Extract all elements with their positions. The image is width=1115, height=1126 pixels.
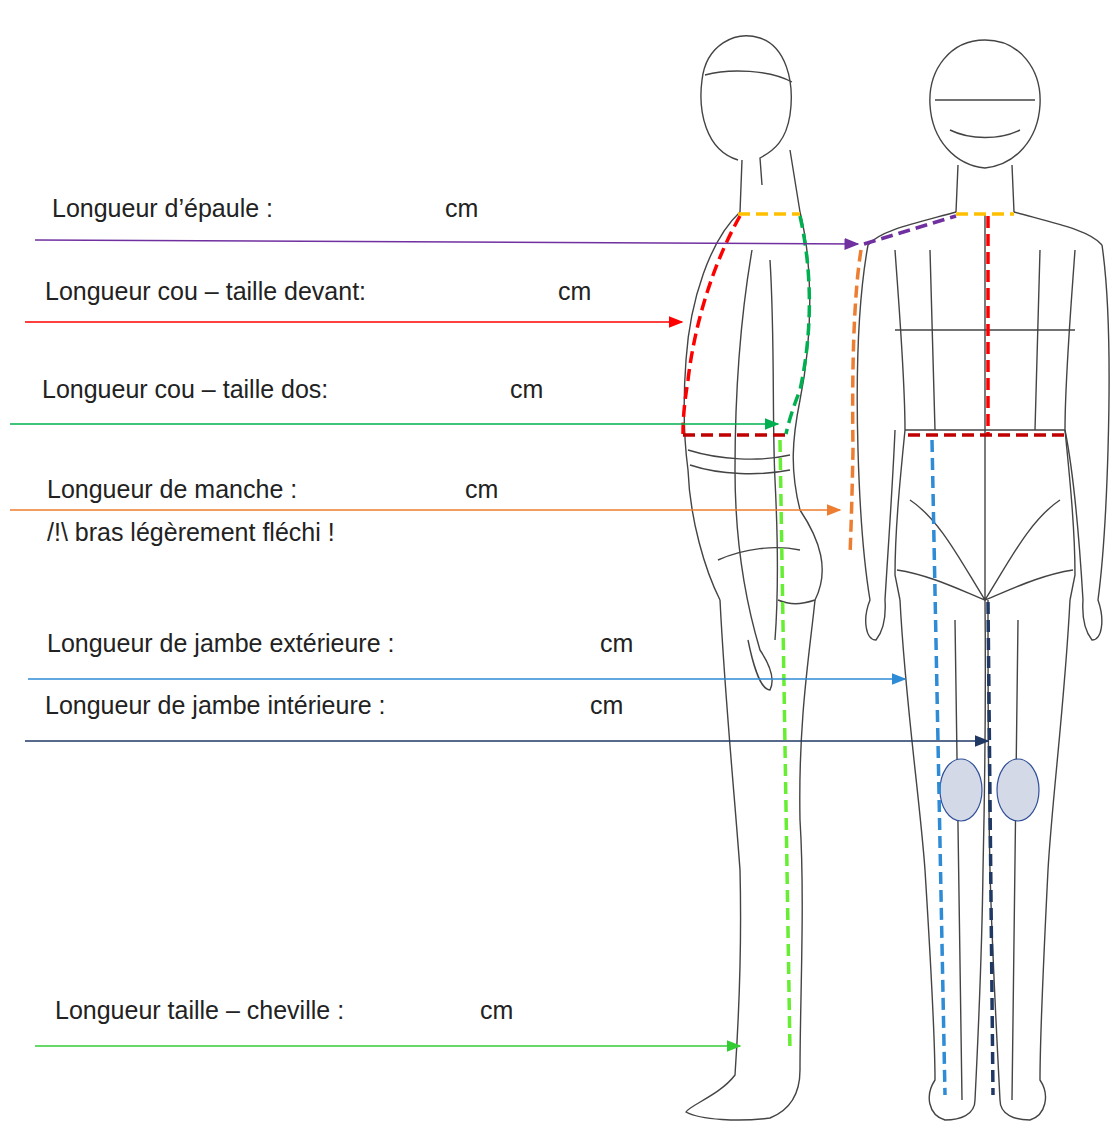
- unit-label: cm: [510, 375, 543, 404]
- front-length: [683, 216, 988, 434]
- unit-label: cm: [445, 194, 478, 223]
- pointer-arrow: [25, 321, 682, 323]
- side-head: [701, 36, 791, 185]
- sleeve-length: [850, 250, 861, 555]
- side-head-line: [705, 71, 792, 82]
- outer-leg: [932, 440, 945, 1095]
- side-neck: [740, 150, 800, 212]
- front-figure: [857, 40, 1109, 1120]
- measure-label: Longueur cou – taille dos:: [42, 375, 328, 404]
- pointer-arrow: [35, 1045, 740, 1047]
- front-right-arm: [1065, 245, 1109, 640]
- shoulder-length: [864, 216, 956, 244]
- measure-label: Longueur de jambe intérieure :: [45, 691, 386, 720]
- front-face-lines: [935, 100, 1035, 138]
- knee-mark: [997, 759, 1039, 821]
- front-leg-lines: [955, 620, 1018, 1100]
- unit-label: cm: [600, 629, 633, 658]
- measure-lines: [683, 214, 1065, 1095]
- measure-label: Longueur taille – cheville :: [55, 996, 344, 1025]
- front-head: [930, 40, 1040, 168]
- side-figure: [684, 36, 822, 1120]
- side-torso: [684, 212, 822, 604]
- pointer-arrow: [25, 740, 988, 742]
- waist-ankle: [780, 440, 790, 1052]
- neck-width: [738, 212, 1014, 216]
- measure-label: Longueur d’épaule :: [52, 194, 273, 223]
- warning-note: /!\ bras légèrement fléchi !: [47, 518, 335, 547]
- back-length: [786, 216, 809, 434]
- inner-leg: [988, 602, 993, 1095]
- unit-label: cm: [465, 475, 498, 504]
- pointer-arrow: [35, 240, 858, 244]
- knee-mark: [940, 759, 982, 821]
- front-left-arm: [857, 245, 895, 640]
- side-leg: [686, 600, 815, 1120]
- front-neck: [956, 165, 1014, 212]
- measure-label: Longueur de jambe extérieure :: [47, 629, 394, 658]
- measure-label: Longueur de manche :: [47, 475, 297, 504]
- pointer-arrows: [10, 240, 988, 1046]
- unit-label: cm: [590, 691, 623, 720]
- pointer-arrow: [10, 509, 840, 511]
- side-arm: [735, 250, 777, 690]
- side-hip-lines: [688, 450, 800, 560]
- unit-label: cm: [558, 277, 591, 306]
- front-right-leg: [988, 600, 1070, 1120]
- waist-line: [683, 433, 1065, 437]
- pointer-arrow: [10, 423, 778, 425]
- pointer-arrow: [28, 678, 905, 680]
- front-torso-lines: [895, 215, 1075, 600]
- unit-label: cm: [480, 996, 513, 1025]
- measure-label: Longueur cou – taille devant:: [45, 277, 366, 306]
